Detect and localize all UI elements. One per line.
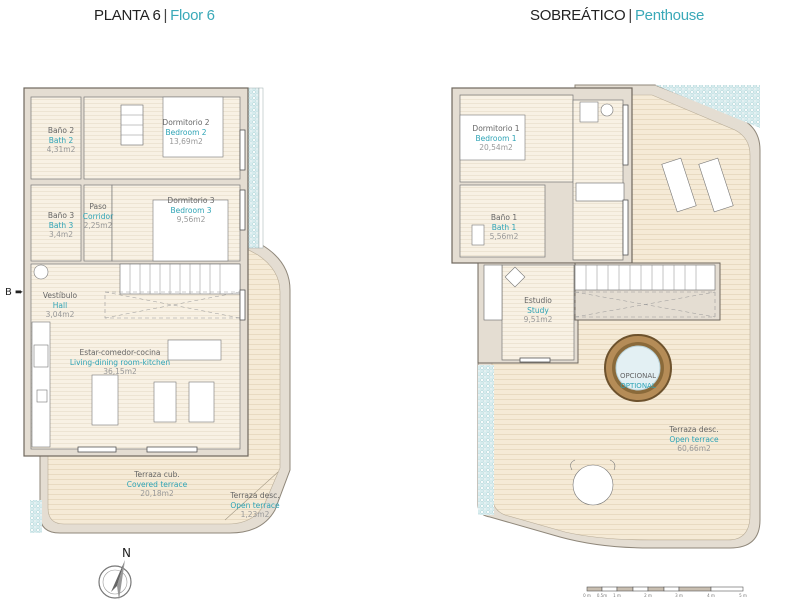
floor6-title-en: Floor 6	[170, 7, 215, 24]
penthouse-title-es: SOBREÁTICO	[530, 7, 626, 24]
compass-north-label: N	[122, 546, 131, 560]
scale-label: 1 m	[613, 593, 621, 598]
floor6-title: PLANTA 6|Floor 6	[94, 7, 215, 24]
floor6-plan	[23, 87, 291, 534]
penthouse-title: SOBREÁTICO|Penthouse	[530, 7, 704, 24]
scale-bar	[586, 586, 744, 592]
scale-label: 5 m	[739, 593, 747, 598]
scale-label: 4 m	[707, 593, 715, 598]
scale-label: 3 m	[675, 593, 683, 598]
floor6-title-es: PLANTA 6	[94, 7, 161, 24]
entry-marker: B ➨	[5, 287, 24, 298]
scale-label: 0 m	[583, 593, 591, 598]
scale-label: 2 m	[644, 593, 652, 598]
penthouse-title-en: Penthouse	[634, 7, 704, 24]
penthouse-plan	[451, 84, 761, 549]
scale-label: 0.5m	[596, 593, 608, 598]
compass-icon	[98, 560, 132, 600]
